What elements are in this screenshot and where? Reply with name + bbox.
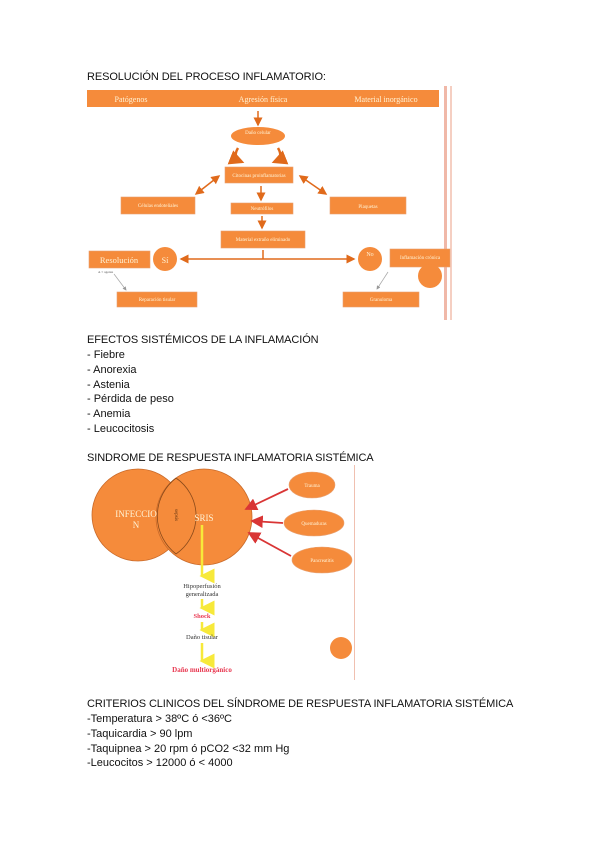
sris-diagram: INFECCIO N sepsis SRIS Trauma Quemaduras… (91, 465, 355, 680)
section-heading-resolucion: RESOLUCIÓN DEL PROCESO INFLAMATORIO: (87, 71, 326, 83)
section-heading-criterios: CRITERIOS CLINICOS DEL SÍNDROME DE RESPU… (87, 698, 514, 710)
si-label: Sí (162, 256, 169, 265)
list-item: -Temperatura > 38ºC ó <36ºC (87, 713, 232, 725)
celulas-endoteliales-label: Células endoteliales (138, 204, 178, 209)
dano-celular-node (231, 127, 285, 145)
neutrofilos-label: Neutrófilos (251, 207, 274, 212)
list-item: - Anorexia (87, 363, 137, 376)
list-item: - Fiebre (87, 349, 125, 361)
reparacion-tisular-label: Reparación tisular (139, 298, 176, 303)
header-agresion-fisica: Agresión física (239, 95, 288, 104)
hipoperfusion-label-1: Hipoperfusión (183, 583, 221, 590)
header-patogenos: Patógenos (115, 95, 148, 104)
trauma-node (288, 471, 336, 499)
neutrofilos-node (230, 202, 294, 215)
pancreatitis-node (291, 546, 353, 574)
criterios-list: -Temperatura > 38ºC ó <36ºC -Taquicardia… (87, 712, 289, 771)
material-eliminado-label: Material extraño eliminado (236, 238, 291, 243)
dano-tisular-label: Daño tisular (186, 634, 219, 641)
citocinas-label: Citocinas proinflamatorias (232, 174, 285, 179)
reparacion-tisular-node (116, 291, 198, 308)
list-item: - Anemia (87, 408, 131, 421)
dano-celular-label: Daño celular (245, 131, 271, 136)
infeccion-label-2: N (133, 520, 140, 530)
list-item: - Pérdida de peso (87, 393, 174, 406)
pancreatitis-label: Pancreatitis (310, 559, 333, 564)
list-item: - Leucocitosis (87, 422, 155, 435)
list-item: -Taquipnea > 20 rpm ó pCO2 <32 mm Hg (87, 742, 290, 755)
sepsis-label: sepsis (173, 509, 178, 521)
hipoperfusion-label-2: generalizada (186, 591, 219, 598)
cycle-arrow-right-icon (271, 147, 289, 165)
section-heading-sris: SINDROME DE RESPUESTA INFLAMATORIA SISTÉ… (87, 452, 374, 464)
plaquetas-label: Plaquetas (358, 205, 377, 210)
resolucion-diagram: Patógenos Agresión física Material inorg… (87, 86, 452, 320)
inflamacion-cronica-label: Inflamación crónica (400, 256, 441, 261)
list-item: -Taquicardia > 90 lpm (87, 727, 193, 740)
agente-note: A < agente (98, 270, 114, 274)
quemaduras-node (283, 509, 345, 537)
shock-label: Shock (194, 613, 211, 620)
dano-multiorganico-label: Daño multiorgánico (172, 666, 232, 674)
plaquetas-node (329, 196, 407, 215)
header-material-inorganico: Material inorgánico (354, 95, 417, 104)
granuloma-label: Granuloma (370, 298, 393, 303)
list-item: -Leucocitos > 12000 ó < 4000 (87, 757, 233, 770)
si-node (153, 247, 177, 271)
quemaduras-label: Quemaduras (301, 522, 326, 527)
inflamacion-cronica-node (389, 248, 451, 268)
resolucion-label: Resolución (100, 255, 139, 265)
no-node (358, 247, 382, 271)
section-heading-efectos: EFECTOS SISTÉMICOS DE LA INFLAMACIÓN (87, 334, 319, 346)
resolucion-node (88, 250, 151, 269)
efectos-list: - Fiebre - Anorexia - Astenia - Pérdida … (87, 348, 174, 437)
granuloma-node (342, 291, 420, 308)
header-bar (87, 90, 439, 107)
no-label: No (366, 252, 373, 258)
decorative-circle-icon (330, 637, 352, 659)
decorative-circle-icon (418, 264, 442, 288)
infeccion-label-1: INFECCIO (115, 509, 157, 519)
cycle-arrow-left-icon (227, 147, 245, 165)
citocinas-node (224, 166, 294, 184)
trauma-label: Trauma (304, 484, 320, 489)
celulas-endoteliales-node (120, 196, 196, 215)
list-item: - Astenia (87, 378, 130, 391)
sris-label: SRIS (194, 513, 213, 523)
material-eliminado-node (220, 230, 306, 249)
